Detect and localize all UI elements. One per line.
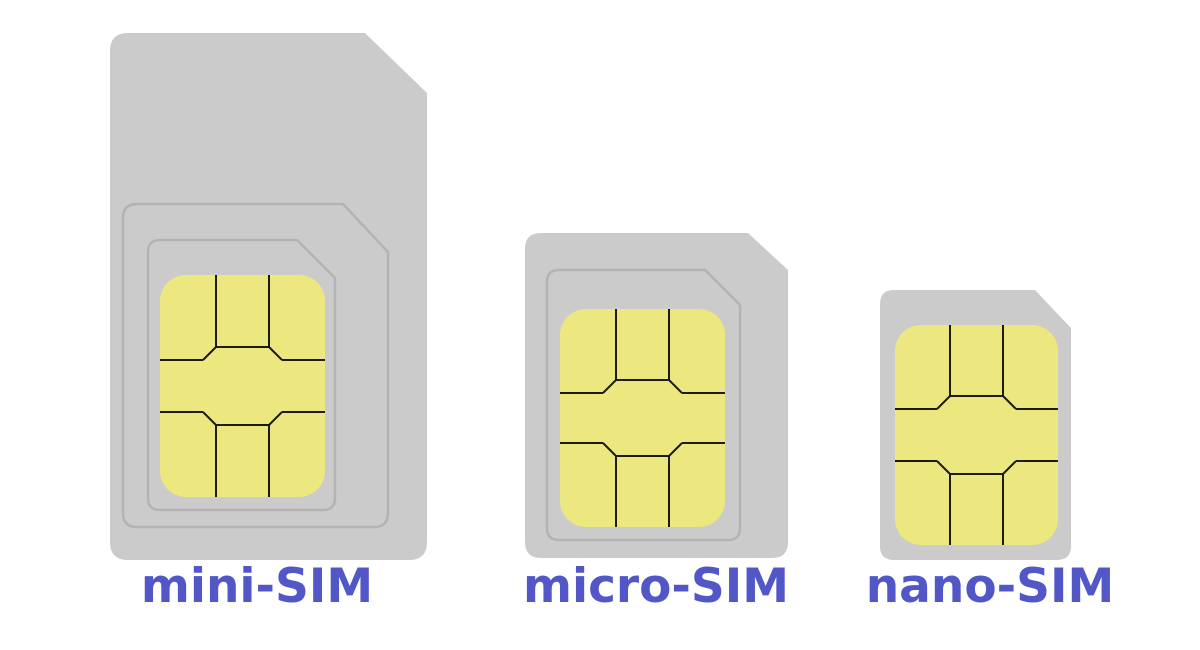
nano-sim-chip	[895, 325, 1058, 545]
nano-sim-label: nano-SIM	[865, 559, 1115, 614]
micro-sim-cutout-outline	[121, 202, 390, 529]
nano-sim-cutout-outline	[545, 268, 742, 542]
nano-sim-card	[880, 290, 1071, 560]
nano-sim-chip-contacts	[895, 325, 1058, 545]
micro-sim-chip-contacts	[560, 309, 725, 527]
micro-sim-card	[525, 233, 788, 558]
mini-sim-chip-contacts	[160, 275, 325, 497]
mini-sim-chip	[160, 275, 325, 497]
nano-sim-cutout-outline	[146, 238, 337, 512]
micro-sim-label: micro-SIM	[522, 559, 790, 614]
micro-sim-chip	[560, 309, 725, 527]
mini-sim-card	[110, 33, 427, 560]
mini-sim-label: mini-SIM	[140, 559, 374, 614]
